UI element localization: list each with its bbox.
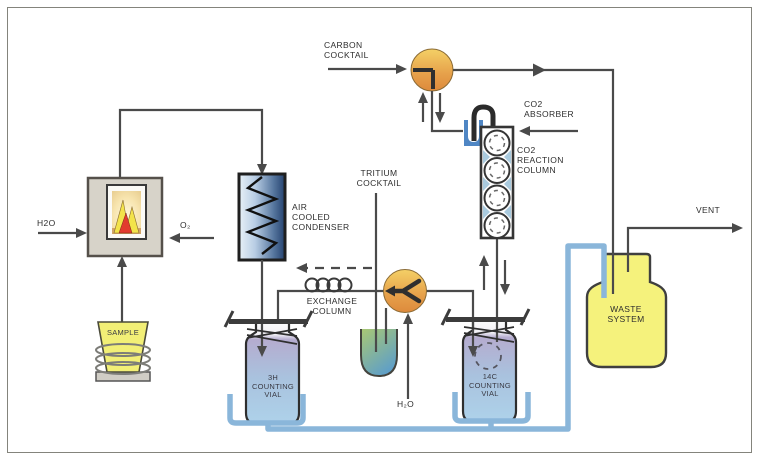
tritium-cocktail-valve xyxy=(383,269,427,313)
tritium-cocktail-vial xyxy=(360,329,398,378)
furnace-to-condenser-pipe xyxy=(118,108,267,178)
o2-label: O₂ xyxy=(180,220,191,230)
tritium-feed-line xyxy=(374,193,388,352)
valve-to-waste-line xyxy=(453,63,615,294)
co2-reaction-column xyxy=(479,125,515,295)
h2o-left-label: H2O xyxy=(37,218,56,228)
14c-vial-cap xyxy=(440,308,531,343)
exchange-column xyxy=(276,277,384,320)
exchange-coil xyxy=(304,277,353,293)
co2-absorber-label: CO2 ABSORBER xyxy=(524,99,575,119)
3h-counting-vial-label: 3H COUNTING VIAL xyxy=(252,373,294,400)
blue-piping xyxy=(227,243,607,432)
waste-system-label: WASTE SYSTEM xyxy=(607,304,645,324)
spring-coil xyxy=(95,343,151,375)
vent-label: VENT xyxy=(696,205,721,215)
vent-line xyxy=(626,223,743,272)
valve-to-absorber-line xyxy=(418,91,463,133)
co2-absorber xyxy=(464,104,496,146)
tritium-cocktail-label: TRITIUM COCKTAIL xyxy=(356,168,402,188)
exchange-column-label: EXCHANGE COLUMN xyxy=(306,296,358,316)
3h-vial-cap xyxy=(223,310,314,345)
co2-reaction-column-label: CO2 REACTION COLUMN xyxy=(517,145,564,175)
air-cooled-condenser xyxy=(237,172,287,262)
sample-holder xyxy=(95,321,151,382)
h2o-bottom-label: H₂O xyxy=(397,399,415,409)
furnace xyxy=(86,176,164,258)
carbon-cocktail-label: CARBON COCKTAIL xyxy=(324,40,369,60)
14c-counting-vial-label: 14C COUNTING VIAL xyxy=(469,372,511,399)
air-cooled-condenser-label: AIR COOLED CONDENSER xyxy=(292,202,350,232)
carbon-cocktail-valve xyxy=(410,48,454,92)
sample-label: SAMPLE xyxy=(107,328,139,337)
